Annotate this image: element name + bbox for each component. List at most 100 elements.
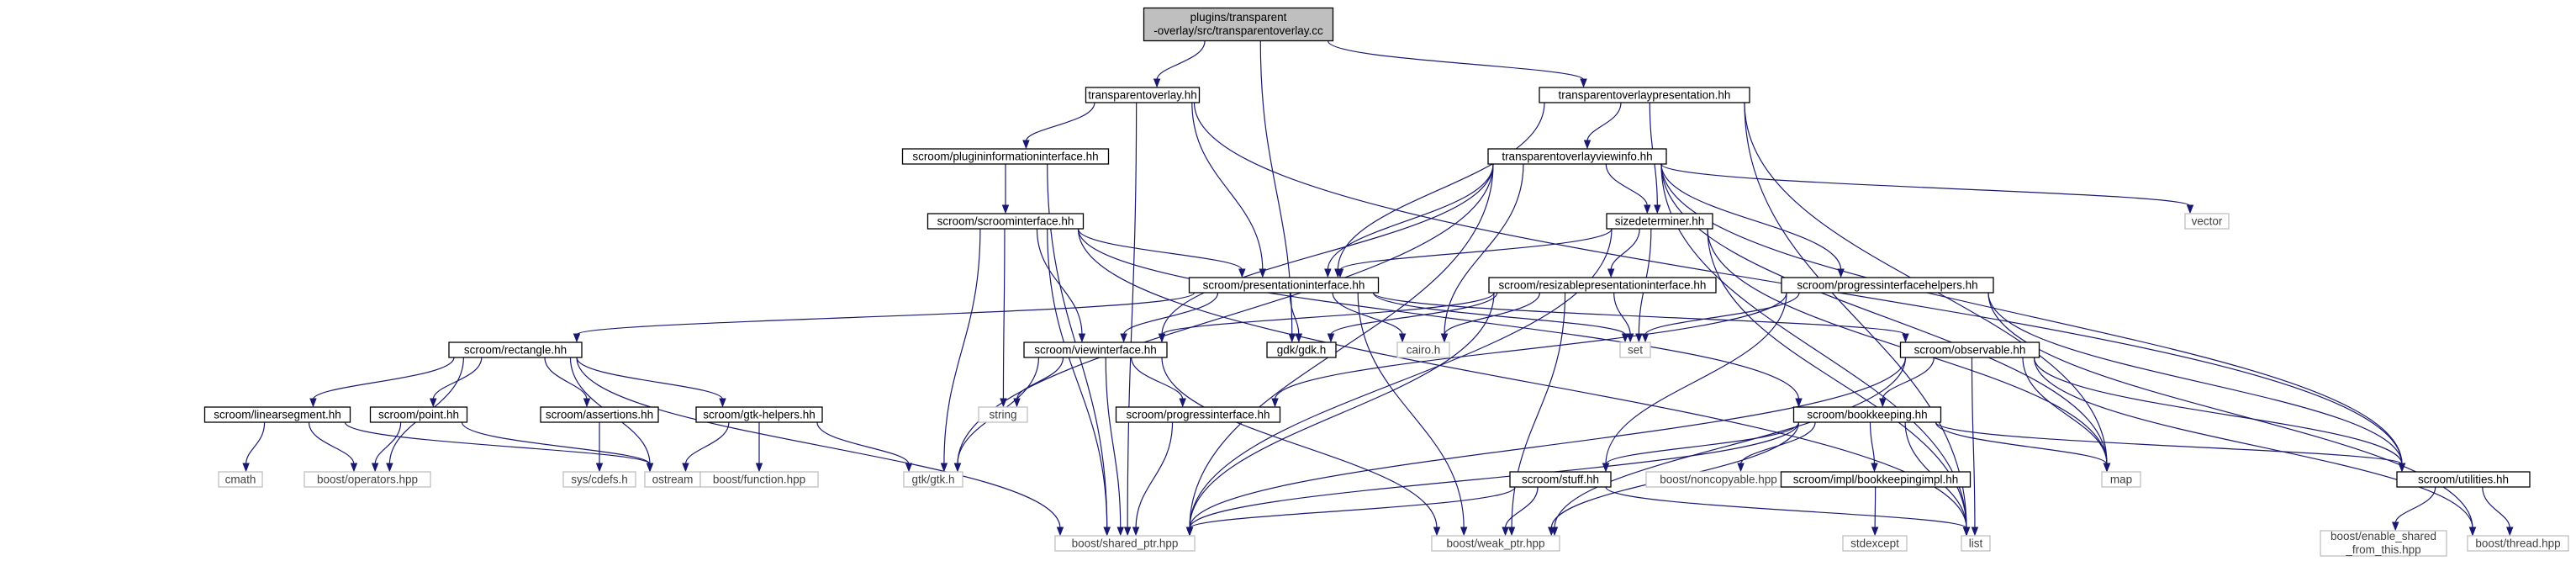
node-box xyxy=(1781,277,1994,294)
node-label: scroom/viewinterface.hh xyxy=(1034,344,1157,357)
node-label: ostream xyxy=(652,474,694,486)
node-label: gdk/gdk.h xyxy=(1277,344,1327,357)
node-stdexcept[interactable]: stdexcept xyxy=(1842,535,1908,552)
edge-scroominterface-hh-to-viewinterface-hh xyxy=(1036,228,1086,343)
node-utilities-hh[interactable]: scroom/utilities.hh xyxy=(2396,471,2531,488)
node-label: boost/shared_ptr.hpp xyxy=(1072,537,1179,550)
node-stuff-hh[interactable]: scroom/stuff.hh xyxy=(1509,471,1612,488)
node-label: scroom/gtk-helpers.hh xyxy=(703,409,816,421)
node-bookkeepingimpl-hh[interactable]: scroom/impl/bookkeepingimpl.hh xyxy=(1780,471,1972,488)
edge-plugininformationinterface-hh-to-scroominterface-hh xyxy=(1001,164,1010,214)
edge-gtk-helpers-hh-to-gtk-h xyxy=(816,421,913,473)
edge-resizablepresentationinterface-hh-to-gdk-h xyxy=(1327,292,1498,343)
node-label: -overlay/src/transparentoverlay.cc xyxy=(1153,24,1323,37)
edge-viewinterface-hh-to-progressinterface-hh xyxy=(1131,357,1186,408)
node-label: cairo.h xyxy=(1407,344,1441,357)
node-plugininformationinterface-hh[interactable]: scroom/plugininformationinterface.hh xyxy=(901,148,1110,165)
edge-scroominterface-hh-to-gtk-h xyxy=(940,228,981,473)
node-transparentoverlaypresentation-hh[interactable]: transparentoverlaypresentation.hh xyxy=(1539,87,1750,103)
edge-rectangle-hh-to-point-hh xyxy=(430,357,483,408)
node-viewinterface-hh[interactable]: scroom/viewinterface.hh xyxy=(1023,341,1168,358)
node-box xyxy=(901,148,1110,165)
edge-transparentoverlayviewinfo-hh-to-utilities-hh xyxy=(1660,163,2406,473)
node-gtk-h[interactable]: gtk/gtk.h xyxy=(903,471,963,488)
node-label: vector xyxy=(2192,215,2223,228)
edge-transparentoverlayviewinfo-hh-to-vector xyxy=(1660,163,2194,214)
node-string[interactable]: string xyxy=(978,406,1028,423)
node-label: scroom/bookkeeping.hh xyxy=(1807,409,1927,421)
node-label: boost/thread.hpp xyxy=(2475,537,2560,550)
node-cmath[interactable]: cmath xyxy=(218,471,263,488)
edge-presentationinterface-hh-to-viewinterface-hh xyxy=(1120,292,1219,343)
node-progressinterface-hh[interactable]: scroom/progressinterface.hh xyxy=(1115,406,1281,423)
node-ostream[interactable]: ostream xyxy=(644,471,701,488)
edge-progressinterfacehelpers-hh-to-set xyxy=(1641,292,1800,343)
node-boost-enable-shared-from-this-hpp[interactable]: boost/enable_shared_from_this.hpp xyxy=(2320,530,2447,557)
nodes-layer: plugins/transparent-overlay/src/transpar… xyxy=(203,7,2569,557)
node-label: scroom/resizablepresentationinterface.hh xyxy=(1499,279,1707,292)
node-set[interactable]: set xyxy=(1619,341,1651,358)
node-box xyxy=(2184,213,2230,230)
node-box xyxy=(1606,213,1713,230)
edge-stuff-hh-to-boost-shared-ptr-hpp xyxy=(1185,486,1516,537)
edge-stuff-hh-to-list xyxy=(1605,486,1971,537)
edge-linearsegment-hh-to-cmath xyxy=(242,421,266,473)
node-box xyxy=(448,341,583,358)
node-scroominterface-hh[interactable]: scroom/scroominterface.hh xyxy=(926,213,1085,230)
node-vector[interactable]: vector xyxy=(2184,213,2230,230)
edge-sizedeterminer-hh-to-presentationinterface-hh xyxy=(1336,228,1613,278)
node-assertions-hh[interactable]: scroom/assertions.hh xyxy=(540,406,659,423)
node-box xyxy=(1396,341,1450,358)
edge-bookkeeping-hh-to-bookkeepingimpl-hh xyxy=(1869,421,1878,473)
node-list[interactable]: list xyxy=(1961,535,1991,552)
node-label: plugins/transparent xyxy=(1190,11,1287,24)
node-transparentoverlay-hh[interactable]: transparentoverlay.hh xyxy=(1085,87,1201,103)
node-box xyxy=(1266,341,1337,358)
node-label: scroom/plugininformationinterface.hh xyxy=(912,151,1098,163)
node-label: scroom/scroominterface.hh xyxy=(937,215,1074,228)
node-label: scroom/linearsegment.hh xyxy=(214,409,341,421)
edge-gtk-helpers-hh-to-ostream xyxy=(682,421,730,473)
node-sys-cdefs-h[interactable]: sys/cdefs.h xyxy=(562,471,636,488)
edge-observable-hh-to-boost-weak-ptr-hpp xyxy=(1550,357,1907,537)
node-transparentoverlayviewinfo-hh[interactable]: transparentoverlayviewinfo.hh xyxy=(1487,148,1667,165)
node-linearsegment-hh[interactable]: scroom/linearsegment.hh xyxy=(203,406,351,423)
node-box xyxy=(1188,277,1380,294)
node-boost-thread-hpp[interactable]: boost/thread.hpp xyxy=(2467,535,2569,552)
node-presentationinterface-hh[interactable]: scroom/presentationinterface.hh xyxy=(1188,277,1380,294)
node-gdk-h[interactable]: gdk/gdk.h xyxy=(1266,341,1337,358)
node-observable-hh[interactable]: scroom/observable.hh xyxy=(1899,341,2040,358)
node-progressinterfacehelpers-hh[interactable]: scroom/progressinterfacehelpers.hh xyxy=(1781,277,1994,294)
edge-viewinterface-hh-to-boost-weak-ptr-hpp xyxy=(1161,357,1441,537)
edge-transparentoverlayviewinfo-hh-to-map xyxy=(1660,163,2111,473)
node-boost-weak-ptr-hpp[interactable]: boost/weak_ptr.hpp xyxy=(1431,535,1560,552)
node-boost-shared-ptr-hpp[interactable]: boost/shared_ptr.hpp xyxy=(1054,535,1196,552)
edge-observable-hh-to-bookkeeping-hh xyxy=(1879,357,1935,408)
edge-observable-hh-to-boost-shared-ptr-hpp xyxy=(1185,357,1907,537)
node-label: list xyxy=(1969,537,1983,550)
edge-transparentoverlay-hh-to-plugininformationinterface-hh xyxy=(1022,102,1095,150)
edge-scroominterface-hh-to-boost-shared-ptr-hpp xyxy=(1047,228,1111,537)
edge-resizablepresentationinterface-hh-to-viewinterface-hh xyxy=(1158,292,1495,343)
node-bookkeeping-hh[interactable]: scroom/bookkeeping.hh xyxy=(1792,406,1942,423)
node-box xyxy=(2101,471,2141,488)
node-label: transparentoverlayviewinfo.hh xyxy=(1502,151,1652,163)
node-label: scroom/stuff.hh xyxy=(1522,474,1599,486)
node-boost-function-hpp[interactable]: boost/function.hpp xyxy=(699,471,819,488)
node-boost-noncopyable-hpp[interactable]: boost/noncopyable.hpp xyxy=(1645,471,1792,488)
node-sizedeterminer-hh[interactable]: sizedeterminer.hh xyxy=(1606,213,1713,230)
node-cairo-h[interactable]: cairo.h xyxy=(1396,341,1450,358)
edge-presentationinterface-hh-to-rectangle-hh xyxy=(573,292,1196,343)
node-rectangle-hh[interactable]: scroom/rectangle.hh xyxy=(448,341,583,358)
node-map[interactable]: map xyxy=(2101,471,2141,488)
node-point-hh[interactable]: scroom/point.hh xyxy=(369,406,468,423)
node-label: boost/operators.hpp xyxy=(317,474,418,486)
node-root[interactable]: plugins/transparent-overlay/src/transpar… xyxy=(1143,7,1334,42)
edge-presentationinterface-hh-to-boost-weak-ptr-hpp xyxy=(1357,292,1468,537)
node-label: scroom/presentationinterface.hh xyxy=(1203,279,1365,292)
node-gtk-helpers-hh[interactable]: scroom/gtk-helpers.hh xyxy=(695,406,823,423)
node-box xyxy=(926,213,1085,230)
node-boost-operators-hpp[interactable]: boost/operators.hpp xyxy=(304,471,431,488)
node-resizablepresentationinterface-hh[interactable]: scroom/resizablepresentationinterface.hh xyxy=(1488,277,1717,294)
